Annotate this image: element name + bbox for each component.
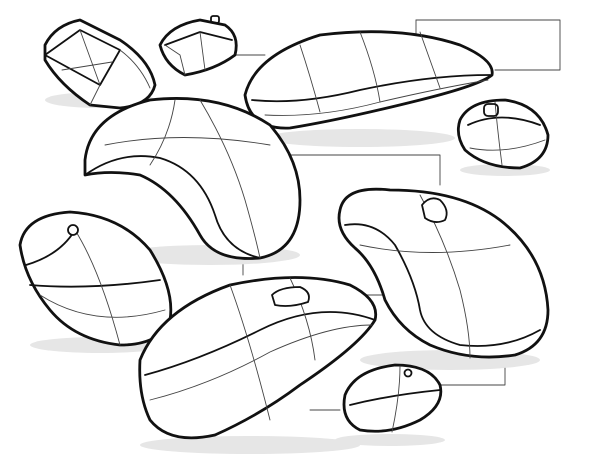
mouse-sketch-mini (335, 363, 445, 446)
mouse-sketch-wedge (158, 15, 238, 77)
mouse-sketch-cube (43, 18, 157, 110)
mouse-sketch-sleek (138, 276, 378, 454)
mouse-sketch-classic (337, 187, 550, 370)
mouse-sketch-oval (18, 210, 173, 353)
mouse-sketch-flat (243, 30, 494, 147)
mouse-sketch-arch (83, 97, 302, 265)
mouse-sketch-oval-small (456, 98, 550, 176)
